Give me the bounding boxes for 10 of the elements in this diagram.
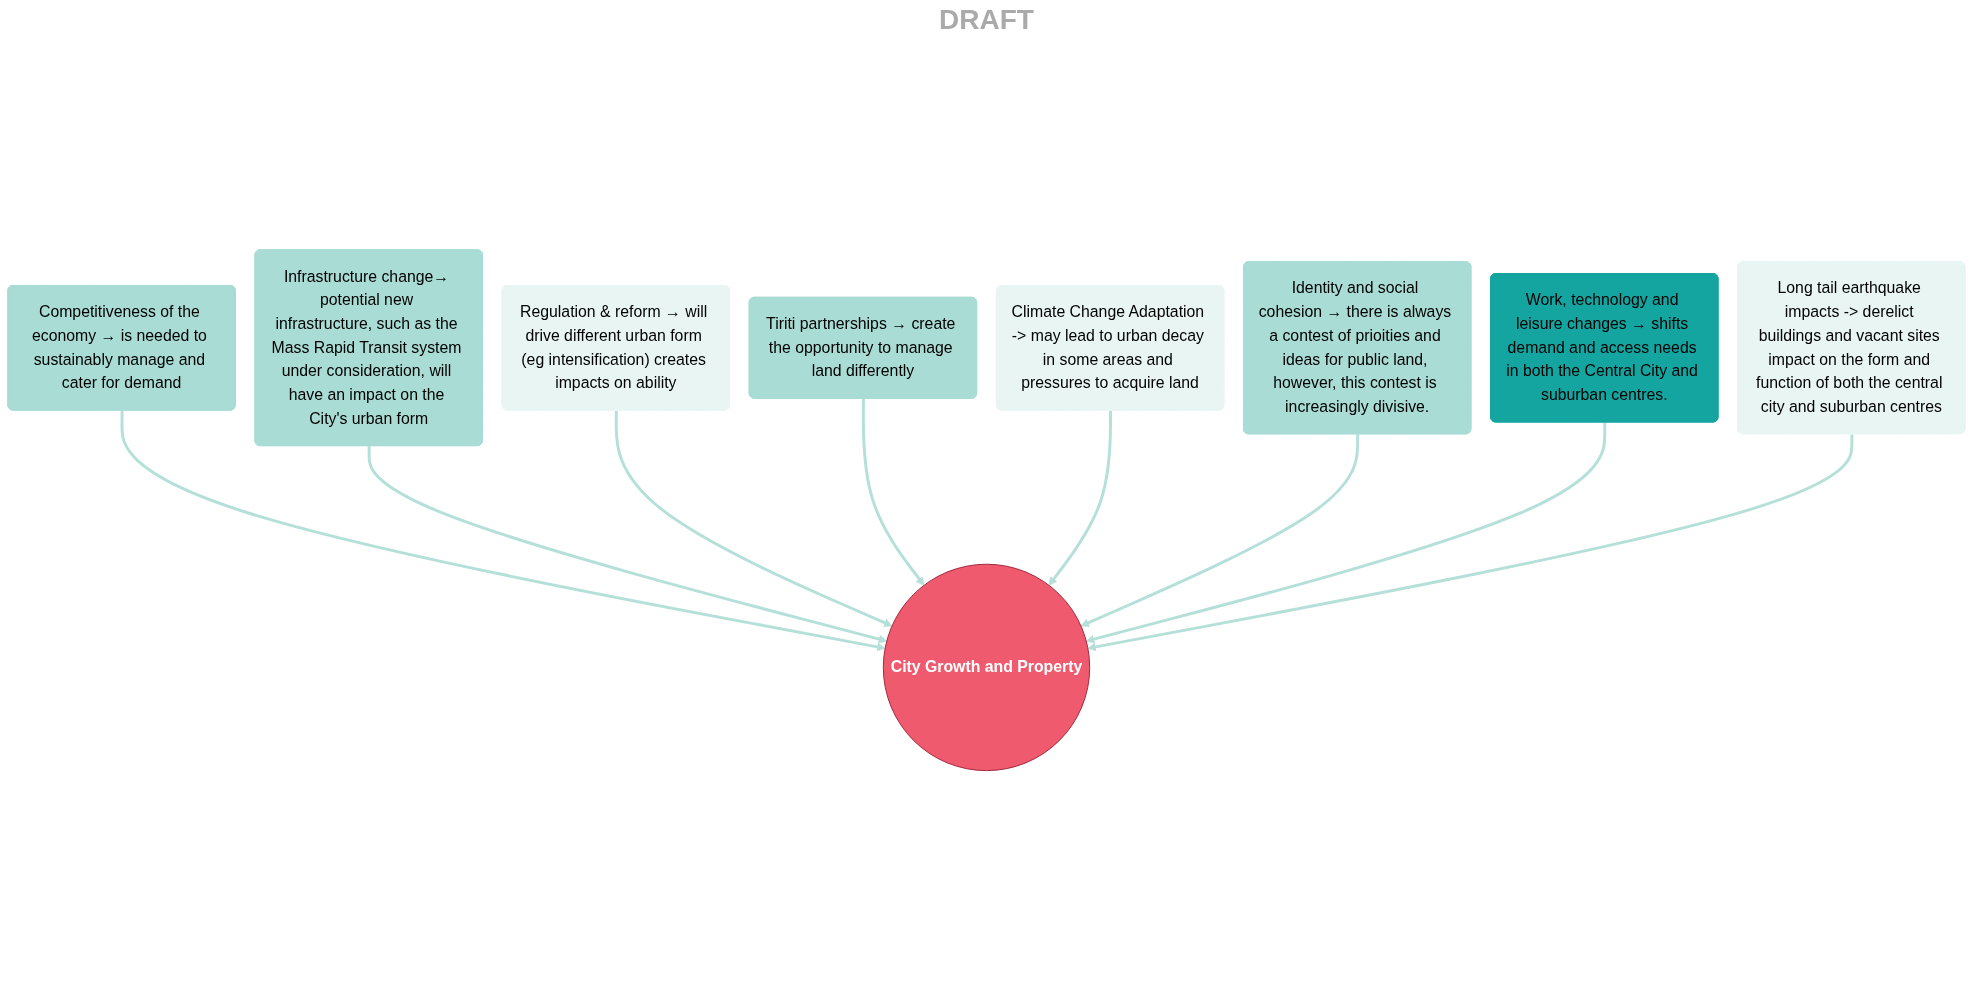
arrow <box>367 446 888 644</box>
arrow <box>1048 410 1113 586</box>
node-circle: City Growth and Property <box>882 563 1091 772</box>
arrow <box>1085 422 1607 644</box>
arrow <box>120 410 886 652</box>
arrow <box>614 410 893 628</box>
arrow <box>861 398 925 586</box>
watermark-text: DRAFT <box>939 4 1034 36</box>
arrow <box>1087 434 1854 652</box>
arrow <box>1080 434 1360 628</box>
